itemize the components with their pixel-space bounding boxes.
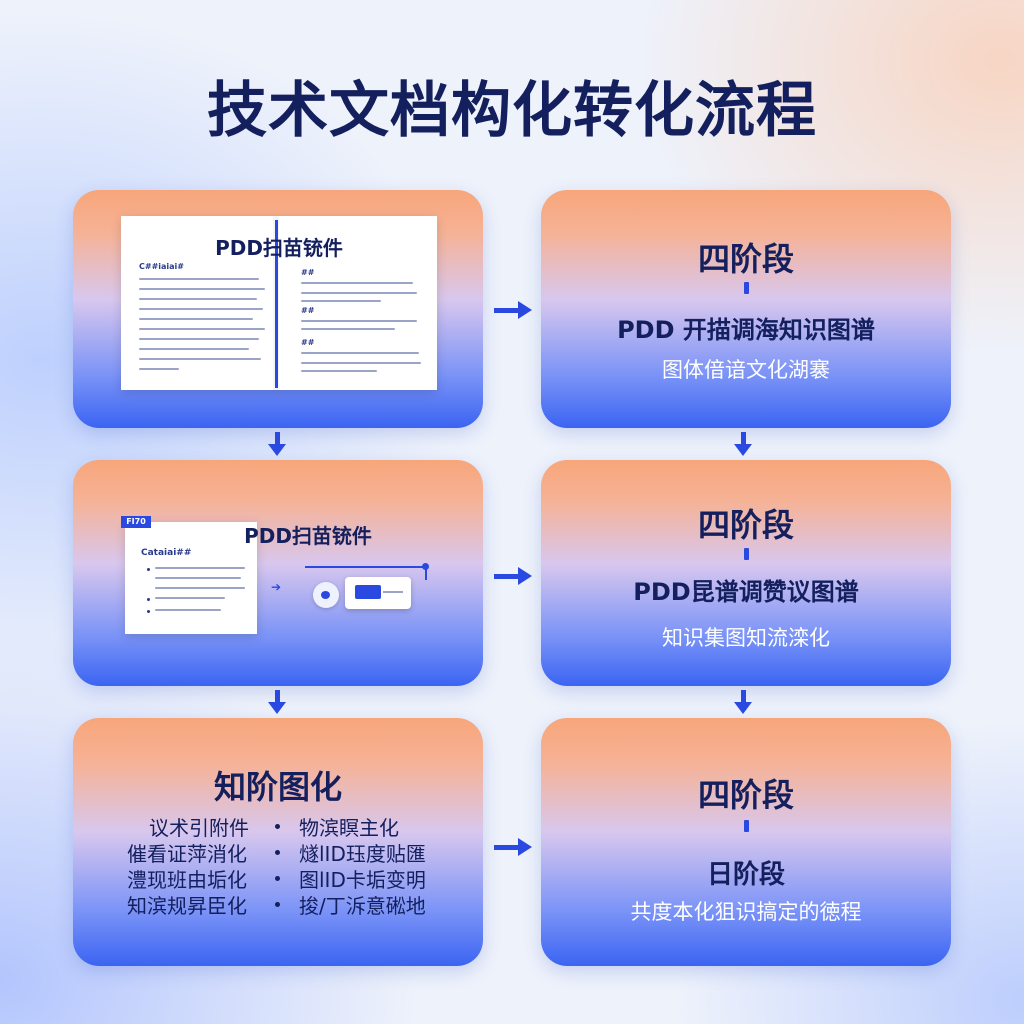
stage-middle-separator [744, 548, 749, 560]
list-bullet [275, 876, 280, 881]
knowledge-left-item-4: 知滨规昇臣化 [127, 894, 247, 918]
arrow-right-icon [494, 838, 534, 856]
knowledge-card: 知阶图化 议术引附件 催看证萍消化 澧现班由垢化 知滨规昇臣化 物滨瞑主化 燧l… [73, 718, 483, 966]
text-line [139, 338, 259, 340]
list-bullet [275, 902, 280, 907]
document-spine [275, 220, 278, 388]
stage-top-separator [744, 282, 749, 294]
text-line [139, 308, 263, 310]
text-line [155, 609, 221, 611]
text-line [139, 318, 253, 320]
text-line [139, 278, 259, 280]
flow-connector-drop [425, 566, 427, 580]
small-arrow-icon: ➔ [271, 580, 282, 594]
extracted-document-heading: Cataiai## [141, 548, 192, 558]
text-line [301, 282, 413, 284]
stage-bottom-sub-text: 共度本化狙识搞定的徳程 [630, 900, 862, 924]
arrow-down-icon [734, 690, 752, 716]
process-node-icon [313, 582, 339, 608]
arrow-down-icon [734, 432, 752, 458]
bullet-1 [147, 568, 150, 571]
text-line [301, 352, 419, 354]
process-widget-icon [345, 577, 411, 609]
text-line [139, 368, 179, 370]
document-right-heading-1: ## [301, 268, 315, 277]
document-left-heading: C##iaiai# [139, 262, 185, 271]
stage-bottom-heading: 四阶段 [697, 776, 794, 814]
stage-card-bottom: 四阶段 日阶段 共度本化狙识搞定的徳程 [541, 718, 951, 966]
widget-button-icon [355, 585, 381, 599]
list-bullet [275, 824, 280, 829]
extraction-title: PDD扫苗铳件 [244, 524, 372, 548]
document-right-heading-2: ## [301, 306, 315, 315]
bullet-3 [147, 610, 150, 613]
knowledge-right-item-1: 物滨瞑主化 [299, 816, 399, 840]
text-line [155, 577, 241, 579]
document-title: PDD扫苗铳件 [215, 236, 343, 260]
knowledge-heading: 知阶图化 [213, 768, 342, 806]
stage-top-sub-text: 图体偣谙文化湖褰 [662, 358, 830, 382]
text-line [301, 362, 421, 364]
document-tag: FI70 [121, 516, 151, 528]
knowledge-left-item-1: 议术引附件 [149, 816, 249, 840]
text-line [301, 292, 417, 294]
stage-bottom-main-text: 日阶段 [706, 860, 785, 890]
extraction-card: Cataiai## FI70 PDD扫苗铳件 ➔ [73, 460, 483, 686]
arrow-right-icon [494, 567, 534, 585]
text-line [301, 320, 417, 322]
knowledge-left-item-2: 催看证萍消化 [127, 842, 247, 866]
text-line [301, 300, 381, 302]
text-line [139, 348, 249, 350]
text-line [155, 587, 245, 589]
stage-middle-main-text: PDD昆谱调赞议图谱 [633, 578, 859, 606]
scanned-document-image: PDD扫苗铳件 C##iaiai# ## ## ## [121, 216, 437, 390]
list-bullet [275, 850, 280, 855]
text-line [155, 567, 245, 569]
knowledge-right-item-3: 图lID卡垢变明 [299, 868, 426, 892]
flow-connector-line [305, 566, 425, 568]
arrow-down-icon [268, 432, 286, 458]
stage-top-main-text: PDD 开描调海知识图谱 [617, 316, 875, 344]
text-line [139, 358, 261, 360]
knowledge-left-item-3: 澧现班由垢化 [127, 868, 247, 892]
text-line [301, 328, 395, 330]
document-right-heading-3: ## [301, 338, 315, 347]
stage-middle-sub-text: 知识集图知流滦化 [662, 626, 830, 650]
stage-top-heading: 四阶段 [697, 240, 794, 278]
text-line [139, 298, 257, 300]
stage-bottom-separator [744, 820, 749, 832]
bullet-2 [147, 598, 150, 601]
scan-document-card: PDD扫苗铳件 C##iaiai# ## ## ## [73, 190, 483, 428]
knowledge-right-item-4: 捘/丁泝意硹地 [299, 894, 426, 918]
page-title: 技术文档构化转化流程 [207, 76, 817, 146]
text-line [139, 288, 265, 290]
text-line [139, 328, 265, 330]
knowledge-right-item-2: 燧lID珏度贴匯 [299, 842, 426, 866]
stage-card-middle: 四阶段 PDD昆谱调赞议图谱 知识集图知流滦化 [541, 460, 951, 686]
widget-bar [383, 591, 403, 593]
text-line [301, 370, 377, 372]
arrow-right-icon [494, 301, 534, 319]
extracted-document-image: Cataiai## [125, 522, 257, 634]
stage-card-top: 四阶段 PDD 开描调海知识图谱 图体偣谙文化湖褰 [541, 190, 951, 428]
arrow-down-icon [268, 690, 286, 716]
stage-middle-heading: 四阶段 [697, 506, 794, 544]
text-line [155, 597, 225, 599]
